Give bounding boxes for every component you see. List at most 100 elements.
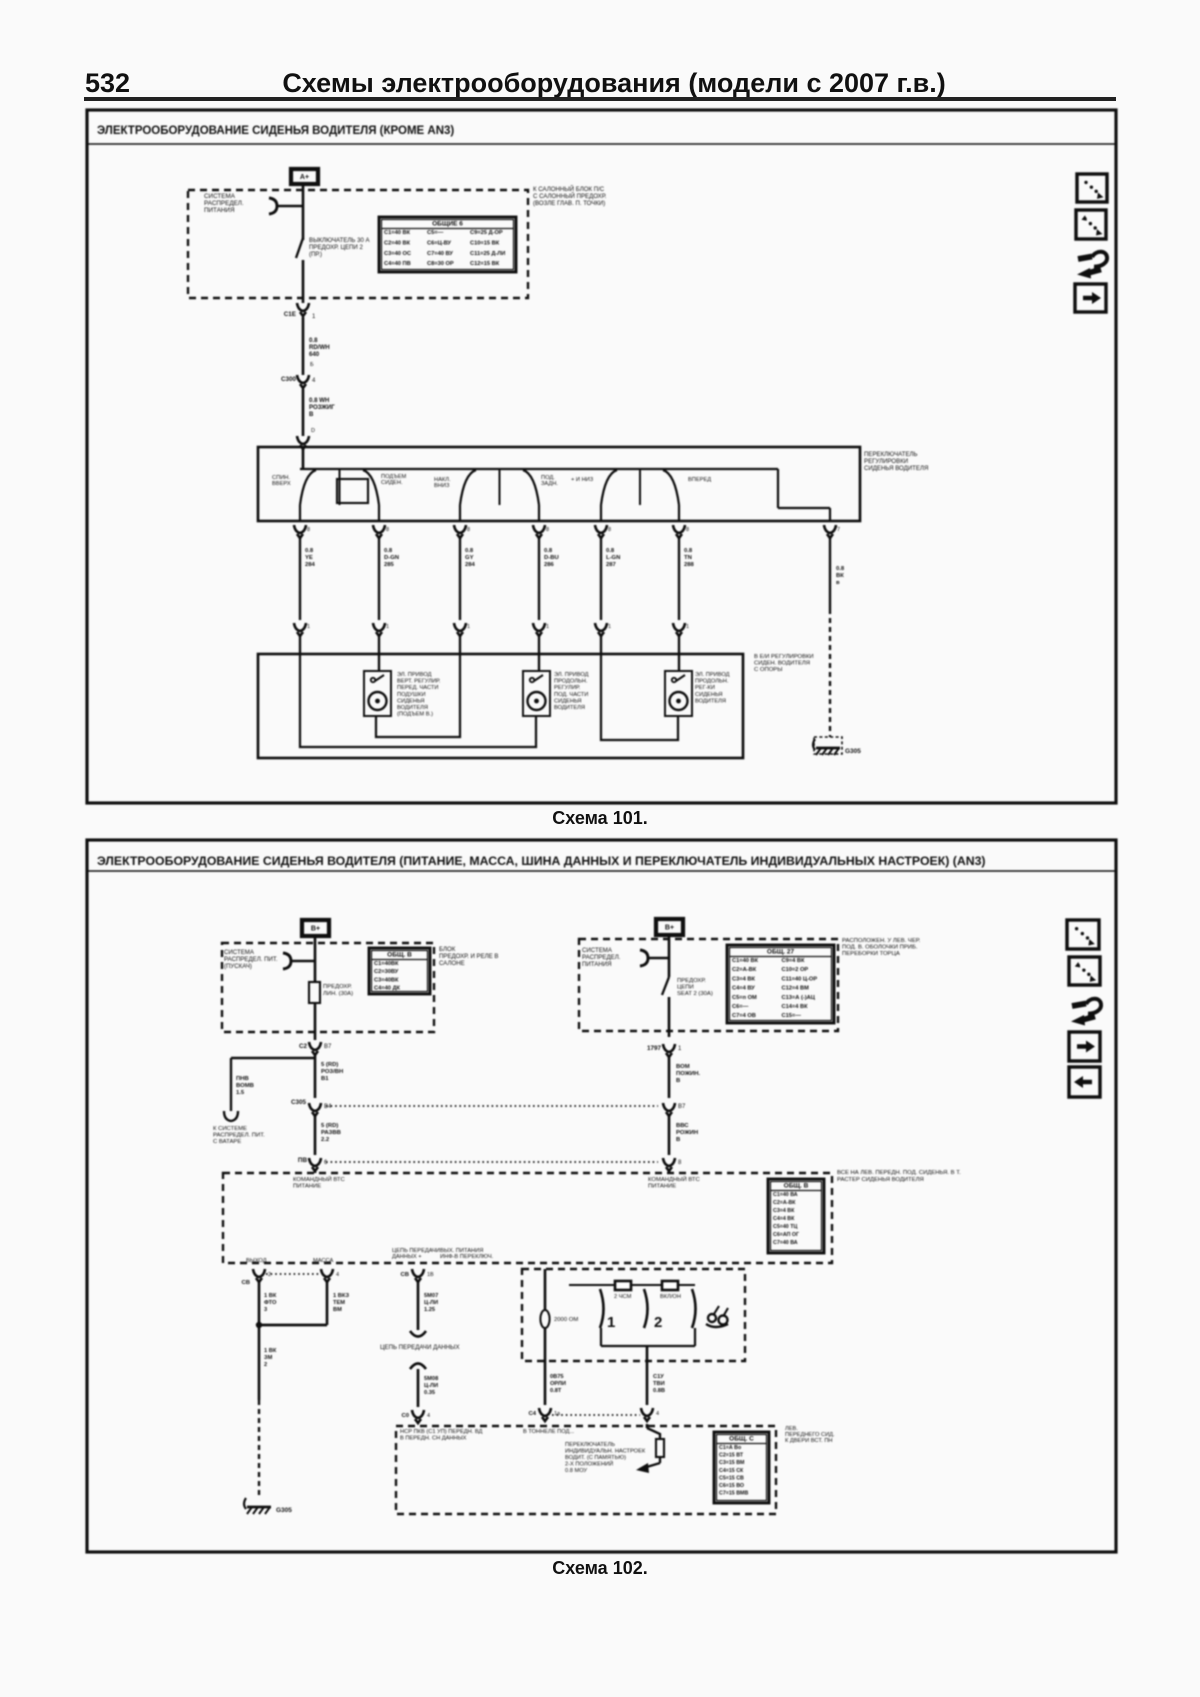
svg-text:L-GN: L-GN: [606, 555, 620, 561]
svg-text:ОБЩ. В: ОБЩ. В: [784, 1183, 809, 1190]
svg-text:С1=40ВК: С1=40ВК: [374, 961, 399, 967]
svg-text:C7=40 ВУ: C7=40 ВУ: [427, 251, 453, 257]
svg-text:ВВС: ВВС: [676, 1123, 689, 1129]
svg-text:ВОМ: ВОМ: [676, 1064, 690, 1070]
svg-text:1.25: 1.25: [424, 1307, 435, 1313]
svg-text:С2: С2: [299, 1043, 308, 1050]
svg-text:ПВ: ПВ: [298, 1157, 308, 1164]
svg-text:ВОДИТЕЛЯ: ВОДИТЕЛЯ: [554, 705, 585, 711]
svg-text:СИСТЕМА: СИСТЕМА: [204, 193, 236, 200]
svg-text:СВ: СВ: [400, 1272, 409, 1278]
svg-text:4: 4: [427, 1413, 430, 1419]
svg-text:СПИН.: СПИН.: [272, 475, 290, 481]
svg-text:(ПОДЪЕМ В.): (ПОДЪЕМ В.): [397, 712, 433, 718]
svg-text:ПРЕДОХР.: ПРЕДОХР.: [677, 978, 706, 984]
svg-text:284: 284: [305, 562, 316, 568]
svg-text:ПОД. В. ОБОЛОЧКИ ПРИБ.: ПОД. В. ОБОЛОЧКИ ПРИБ.: [842, 945, 918, 951]
svg-text:5 (RD): 5 (RD): [321, 1123, 338, 1129]
svg-text:С305: С305: [291, 1099, 307, 1106]
svg-text:1 ВК: 1 ВК: [264, 1348, 277, 1354]
svg-text:(ПР.): (ПР.): [309, 251, 322, 258]
svg-text:8: 8: [386, 527, 389, 533]
svg-text:РЕГ-КИ: РЕГ-КИ: [695, 685, 715, 691]
svg-text:С14=4 ВК: С14=4 ВК: [782, 1004, 809, 1010]
svg-text:8: 8: [686, 527, 689, 533]
svg-text:НСР ПКВ (С1 УП) ПЕРЕДН. ВД: НСР ПКВ (С1 УП) ПЕРЕДН. ВД: [400, 1429, 483, 1435]
svg-text:2 ЧСМ: 2 ЧСМ: [614, 1294, 632, 1300]
svg-text:6: 6: [324, 1160, 328, 1166]
svg-text:РОЗ/ВН: РОЗ/ВН: [321, 1069, 343, 1075]
svg-text:С7=40 ВА: С7=40 ВА: [773, 1240, 798, 1246]
svg-text:С15=—: С15=—: [782, 1013, 802, 1019]
svg-text:YE: YE: [305, 555, 313, 561]
svg-text:ДАННЫХ +: ДАННЫХ +: [392, 1254, 422, 1260]
svg-text:С12=4 ВМ: С12=4 ВМ: [782, 986, 810, 992]
svg-text:С ОПОРЫ: С ОПОРЫ: [754, 667, 782, 673]
svg-text:0.8: 0.8: [384, 548, 393, 554]
svg-text:ВСЕ НА ЛЕВ. ПЕРЕДН. ПОД. СИДЕН: ВСЕ НА ЛЕВ. ПЕРЕДН. ПОД. СИДЕНЬЯ. В Т.: [837, 1170, 961, 1176]
svg-text:С0: С0: [401, 1413, 409, 1419]
svg-text:ЦЕПЬ ПЕРЕДАЧИ ДАННЫХ: ЦЕПЬ ПЕРЕДАЧИ ДАННЫХ: [380, 1344, 460, 1351]
svg-text:0.8: 0.8: [305, 548, 314, 554]
svg-text:0.35: 0.35: [424, 1390, 435, 1396]
svg-text:4: 4: [312, 378, 316, 384]
svg-text:ПЕРЕКЛЮЧАТЕЛЬ: ПЕРЕКЛЮЧАТЕЛЬ: [864, 451, 918, 458]
svg-text:ПОДЪЕМ: ПОДЪЕМ: [381, 474, 407, 480]
svg-text:РАСПРЕДЕЛ. ПИТ.: РАСПРЕДЕЛ. ПИТ.: [224, 956, 278, 963]
svg-text:С9=4 ВК: С9=4 ВК: [782, 958, 805, 964]
svg-text:В ТОННЕЛЕ ПОД...: В ТОННЕЛЕ ПОД...: [523, 1429, 575, 1435]
svg-text:ОБЩ. С: ОБЩ. С: [729, 1436, 754, 1443]
svg-text:0.8 WH: 0.8 WH: [309, 397, 329, 404]
svg-text:8: 8: [467, 527, 470, 533]
svg-text:С САЛОННЫЙ ПРЕДОХР.: С САЛОННЫЙ ПРЕДОХР.: [533, 192, 607, 200]
svg-text:СИСТЕМА: СИСТЕМА: [224, 949, 255, 956]
svg-text:ВОДИТЕЛЯ: ВОДИТЕЛЯ: [695, 698, 726, 704]
svg-text:С6=АП ОГ: С6=АП ОГ: [773, 1232, 799, 1238]
svg-text:ОБЩ. В: ОБЩ. В: [387, 952, 412, 959]
svg-text:ПЕРЕД. ЧАСТИ: ПЕРЕД. ЧАСТИ: [397, 685, 438, 691]
svg-text:(ВОЗЛЕ ГЛАВ. П. ТОЧКИ): (ВОЗЛЕ ГЛАВ. П. ТОЧКИ): [533, 200, 605, 207]
svg-text:C10=15 ВК: C10=15 ВК: [470, 240, 500, 246]
svg-text:1: 1: [386, 624, 389, 630]
svg-text:ПЕРЕКЛЮЧАТЕЛЬ: ПЕРЕКЛЮЧАТЕЛЬ: [565, 1442, 615, 1448]
svg-text:В Е/И РЕГУЛИРОВКИ: В Е/И РЕГУЛИРОВКИ: [754, 654, 814, 660]
svg-text:0.8В: 0.8В: [653, 1388, 665, 1394]
svg-text:С3=4 ВК: С3=4 ВК: [732, 976, 755, 982]
svg-text:ЛИН. (30А): ЛИН. (30А): [323, 991, 353, 997]
svg-text:К ДВЕРИ ВСТ. ПН: К ДВЕРИ ВСТ. ПН: [785, 1438, 833, 1444]
svg-text:ВОДИТЕЛЯ: ВОДИТЕЛЯ: [397, 705, 428, 711]
svg-text:С10=2 ОР: С10=2 ОР: [782, 967, 809, 973]
svg-text:288: 288: [684, 562, 695, 568]
svg-text:ПОДУШКИ: ПОДУШКИ: [397, 692, 426, 698]
svg-text:C8=30 ОР: C8=30 ОР: [427, 261, 454, 267]
svg-text:ВПЕРЕД: ВПЕРЕД: [688, 477, 711, 483]
svg-text:C11=25 Д-ЛИ: C11=25 Д-ЛИ: [470, 251, 505, 257]
svg-text:С1Е: С1Е: [284, 311, 296, 318]
svg-text:0.8: 0.8: [465, 548, 474, 554]
svg-text:КОМАНДНЫЙ ВТС: КОМАНДНЫЙ ВТС: [648, 1175, 700, 1183]
svg-text:ПИТАНИЕ: ПИТАНИЕ: [293, 1184, 321, 1190]
svg-text:ВЕРТ. РЕГУЛИР.: ВЕРТ. РЕГУЛИР.: [397, 679, 441, 685]
svg-text:ЭЛЕКТРООБОРУДОВАНИЕ СИДЕНЬЯ ВО: ЭЛЕКТРООБОРУДОВАНИЕ СИДЕНЬЯ ВОДИТЕЛЯ (ПИ…: [97, 854, 986, 868]
svg-text:ПЕРЕБОРКИ ТОРЦА: ПЕРЕБОРКИ ТОРЦА: [842, 951, 900, 957]
svg-text:С4=4 ВУ: С4=4 ВУ: [732, 986, 755, 992]
svg-text:СИДЕНЬЯ ВОДИТЕЛЯ: СИДЕНЬЯ ВОДИТЕЛЯ: [864, 465, 928, 472]
svg-text:ВЫХОД: ВЫХОД: [246, 1258, 267, 1264]
svg-text:B+: B+: [311, 925, 320, 932]
svg-text:В ПЕРЕДН. СН ДАННЫХ: В ПЕРЕДН. СН ДАННЫХ: [400, 1436, 467, 1442]
svg-text:С6=15 ВО: С6=15 ВО: [719, 1483, 744, 1489]
svg-text:8: 8: [678, 1160, 682, 1166]
svg-text:С5=15 СВ: С5=15 СВ: [719, 1475, 744, 1481]
svg-text:ЭЛ. ПРИВОД: ЭЛ. ПРИВОД: [695, 672, 730, 678]
svg-text:ТВИ: ТВИ: [653, 1381, 665, 1387]
svg-text:D-GN: D-GN: [384, 555, 399, 561]
svg-text:D-BU: D-BU: [544, 555, 559, 561]
svg-text:ВНИЗ: ВНИЗ: [434, 483, 450, 489]
svg-text:SEAT 2 (30А): SEAT 2 (30А): [677, 991, 713, 997]
svg-text:1.5: 1.5: [236, 1090, 245, 1096]
svg-text:С4=15 СК: С4=15 СК: [719, 1468, 744, 1474]
svg-text:C1=40 ВК: C1=40 ВК: [384, 230, 411, 236]
svg-text:ПРОДОЛЬН.: ПРОДОЛЬН.: [554, 679, 588, 685]
svg-text:0.8: 0.8: [544, 548, 553, 554]
svg-text:ПРЕДОХР. И РЕЛЕ В: ПРЕДОХР. И РЕЛЕ В: [439, 953, 499, 960]
